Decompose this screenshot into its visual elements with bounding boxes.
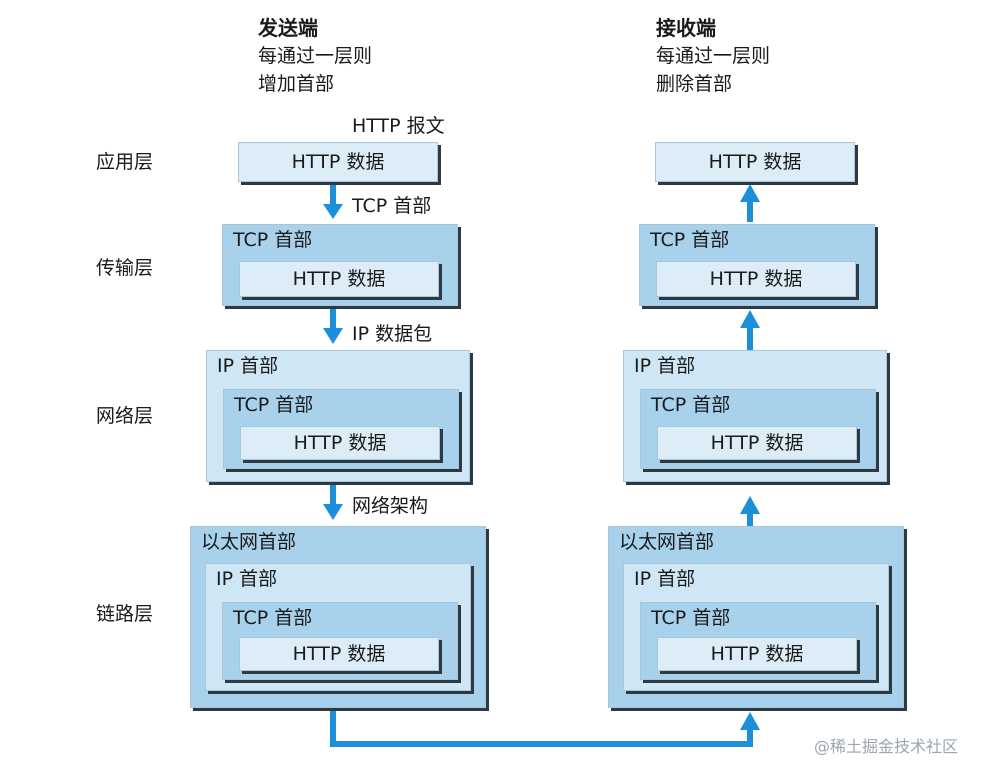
receiver-arrow-link-to-network [740, 496, 760, 530]
receiver-network-http-data-label: HTTP 数据 [710, 432, 804, 454]
receiver-app-http-data-box: HTTP 数据 [655, 142, 855, 182]
layer-label-transport: 传输层 [96, 257, 154, 279]
label-tcp-header: TCP 首部 [352, 195, 432, 217]
receiver-link-ip-box: IP 首部 TCP 首部 HTTP 数据 [623, 563, 889, 691]
receiver-link-tcp-box: TCP 首部 HTTP 数据 [640, 602, 876, 680]
receiver-link-ip-header: IP 首部 [634, 568, 696, 590]
sender-link-http-data-label: HTTP 数据 [292, 643, 386, 665]
sender-link-ethernet-header: 以太网首部 [201, 531, 297, 553]
sender-network-ip-header: IP 首部 [217, 355, 279, 377]
receiver-link-ethernet-box: 以太网首部 IP 首部 TCP 首部 HTTP 数据 [608, 526, 904, 708]
layer-label-link: 链路层 [96, 603, 154, 625]
sender-transport-tcp-box: TCP 首部 HTTP 数据 [222, 224, 458, 306]
receiver-network-tcp-box: TCP 首部 HTTP 数据 [640, 389, 876, 469]
sender-link-ip-header: IP 首部 [216, 568, 278, 590]
sender-header: 发送端 每通过一层则 增加首部 [258, 14, 372, 98]
sender-transport-http-data-box: HTTP 数据 [239, 261, 439, 297]
sender-transport-tcp-header: TCP 首部 [233, 229, 313, 251]
label-http-message: HTTP 报文 [352, 115, 445, 137]
sender-network-http-data-label: HTTP 数据 [293, 432, 387, 454]
layer-label-network: 网络层 [96, 405, 154, 427]
receiver-transport-tcp-header: TCP 首部 [650, 229, 730, 251]
sender-network-ip-box: IP 首部 TCP 首部 HTTP 数据 [206, 350, 470, 482]
sender-arrow-app-to-transport [323, 182, 343, 219]
receiver-arrow-transport-to-app [740, 184, 760, 222]
sender-desc-line2: 增加首部 [258, 73, 335, 95]
sender-link-ethernet-box: 以太网首部 IP 首部 TCP 首部 HTTP 数据 [190, 526, 486, 708]
receiver-network-tcp-header: TCP 首部 [651, 394, 731, 416]
receiver-link-http-data-box: HTTP 数据 [657, 637, 857, 671]
sender-link-tcp-header: TCP 首部 [233, 607, 313, 629]
sender-app-http-data-label: HTTP 数据 [291, 151, 385, 173]
receiver-link-http-data-label: HTTP 数据 [710, 643, 804, 665]
receiver-header: 接收端 每通过一层则 删除首部 [656, 14, 770, 98]
sender-transport-http-data-label: HTTP 数据 [292, 268, 386, 290]
sender-network-tcp-header: TCP 首部 [234, 394, 314, 416]
receiver-transport-http-data-label: HTTP 数据 [709, 268, 803, 290]
receiver-desc-line1: 每通过一层则 [656, 45, 771, 67]
sender-network-http-data-box: HTTP 数据 [240, 426, 440, 460]
receiver-link-tcp-header: TCP 首部 [651, 607, 731, 629]
sender-title: 发送端 [258, 16, 318, 40]
receiver-network-ip-header: IP 首部 [634, 355, 696, 377]
sender-link-tcp-box: TCP 首部 HTTP 数据 [222, 602, 458, 680]
receiver-transport-http-data-box: HTTP 数据 [656, 261, 856, 297]
receiver-app-http-data-label: HTTP 数据 [708, 151, 802, 173]
watermark: @稀土掘金技术社区 [814, 737, 959, 756]
layer-label-application: 应用层 [96, 151, 154, 173]
sender-app-http-data-box: HTTP 数据 [238, 142, 438, 182]
sender-link-http-data-box: HTTP 数据 [239, 637, 439, 671]
label-ip-packet: IP 数据包 [352, 323, 433, 345]
receiver-desc-line2: 删除首部 [656, 73, 733, 95]
sender-arrow-transport-to-network [323, 306, 343, 344]
sender-desc-line1: 每通过一层则 [258, 45, 373, 67]
receiver-link-ethernet-header: 以太网首部 [619, 531, 715, 553]
receiver-arrow-network-to-transport [740, 310, 760, 350]
sender-link-ip-box: IP 首部 TCP 首部 HTTP 数据 [205, 563, 471, 691]
receiver-transport-tcp-box: TCP 首部 HTTP 数据 [639, 224, 875, 306]
receiver-network-ip-box: IP 首部 TCP 首部 HTTP 数据 [623, 350, 887, 482]
label-network-frame: 网络架构 [352, 495, 429, 517]
receiver-network-http-data-box: HTTP 数据 [657, 426, 857, 460]
sender-arrow-network-to-link [323, 482, 343, 520]
sender-network-tcp-box: TCP 首部 HTTP 数据 [223, 389, 459, 469]
physical-link-arrow [330, 708, 760, 747]
receiver-title: 接收端 [656, 16, 716, 40]
